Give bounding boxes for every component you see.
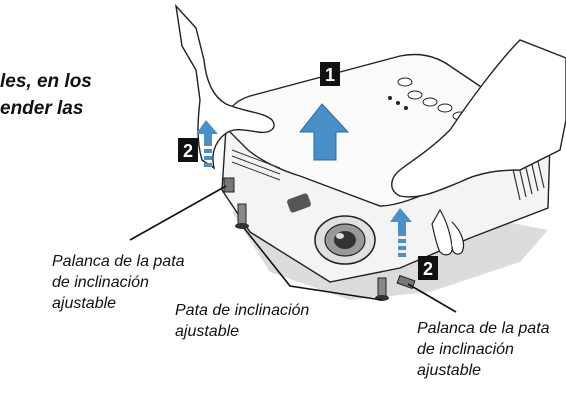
tilt-foot-left	[235, 203, 249, 229]
caption-tilt-foot-line1: Pata de inclinación	[175, 302, 310, 319]
caption-tilt-foot-line2: ajustable	[175, 323, 240, 340]
front-vent	[231, 149, 281, 181]
step-badge-1: 1	[320, 62, 340, 86]
step-badge-2-left: 2	[178, 138, 198, 162]
caption-lever-right-line1: Palanca de la pata	[417, 320, 550, 337]
hand-right-fingers	[431, 208, 453, 256]
tilt-lever-left	[223, 177, 235, 193]
instruction-heading-line2: ender las	[0, 98, 84, 119]
caption-lever-left-line1: Palanca de la pata	[52, 253, 185, 270]
lever-arrow-right	[390, 208, 412, 257]
caption-lever-left-line3: ajustable	[52, 295, 117, 312]
caption-lever-right-line3: ajustable	[417, 362, 482, 379]
hand-right	[391, 39, 566, 198]
lever-arrow-left	[196, 120, 218, 167]
caption-lever-right: Palanca de la pata de inclinación ajusta…	[417, 318, 550, 381]
caption-lever-right-line2: de inclinación	[417, 341, 514, 358]
instruction-heading-line1: les, en los	[0, 71, 92, 92]
caption-lever-left-text: Palanca de la pata de inclinación ajusta…	[52, 251, 185, 314]
svg-text:2: 2	[183, 141, 193, 161]
caption-lever-left-line2: de inclinación	[52, 274, 149, 291]
hand-left	[174, 3, 275, 170]
lift-arrow	[298, 103, 350, 161]
svg-text:1: 1	[325, 65, 335, 85]
sensor-window	[287, 193, 311, 213]
leader-lines	[129, 185, 457, 313]
lens	[314, 215, 376, 265]
step-badge-2-right: 2	[418, 256, 438, 280]
svg-text:2: 2	[423, 259, 433, 279]
caption-tilt-foot: Pata de inclinación ajustable	[175, 300, 309, 342]
